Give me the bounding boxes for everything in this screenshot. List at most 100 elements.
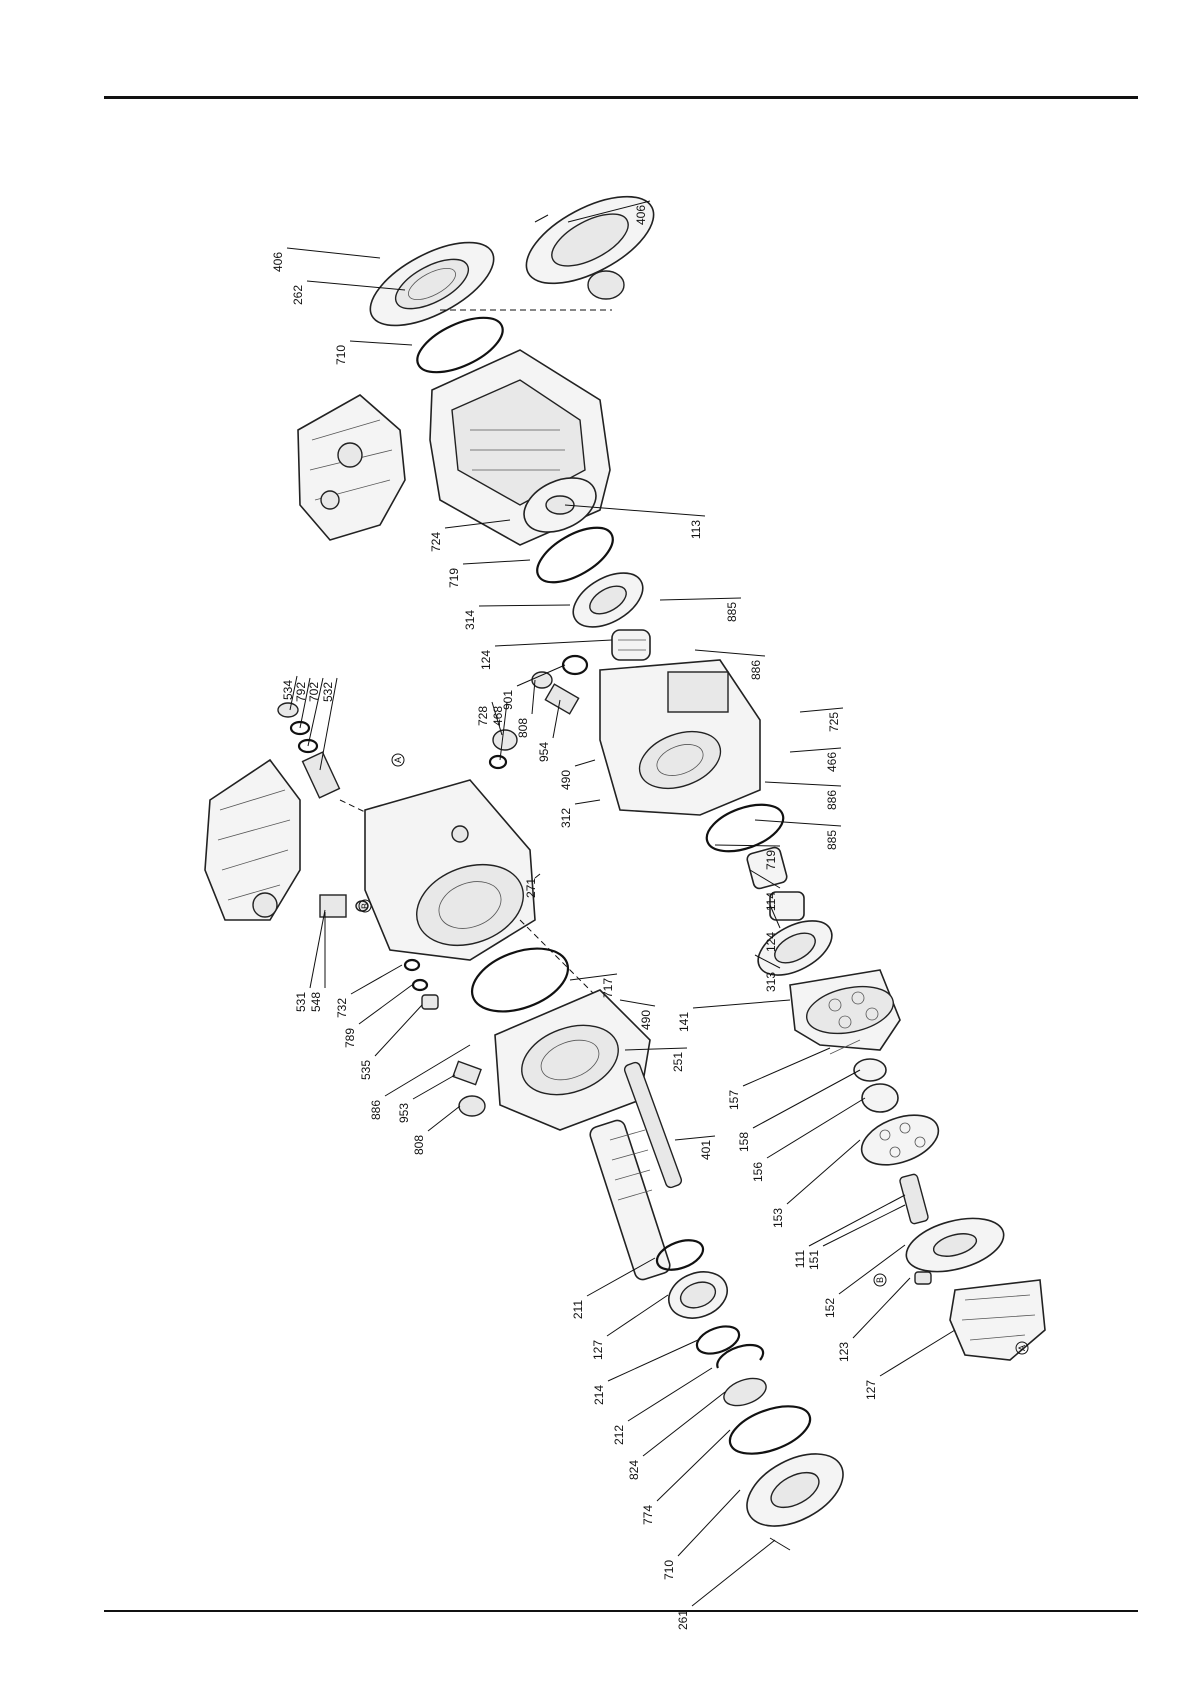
leader-line-141 <box>693 1000 790 1008</box>
leader-line-886 <box>765 782 841 786</box>
leader-line-158 <box>753 1070 860 1128</box>
svg-text:A: A <box>393 757 403 763</box>
part-label-724: 724 <box>429 532 443 552</box>
cylinder-block-141 <box>790 970 900 1050</box>
part-label-152: 152 <box>823 1298 837 1318</box>
part-label-113: 113 <box>689 520 703 539</box>
part-label-158: 158 <box>737 1132 751 1152</box>
marker-a: A <box>392 754 404 766</box>
leader-line-710 <box>678 1490 740 1556</box>
spool-532 <box>303 752 340 798</box>
part-label-406: 406 <box>634 205 648 225</box>
leader-line-271 <box>535 874 540 878</box>
part-label-251: 251 <box>671 1052 685 1072</box>
part-label-885: 885 <box>725 602 739 622</box>
part-label-211: 211 <box>571 1300 585 1319</box>
part-label-313: 313 <box>764 972 778 992</box>
pump-casing-271 <box>365 780 535 960</box>
part-label-261: 261 <box>676 1610 690 1630</box>
part-label-114: 114 <box>764 892 778 911</box>
leader-line-214 <box>608 1340 698 1381</box>
part-label-141: 141 <box>677 1012 691 1032</box>
part-label-271: 271 <box>524 878 538 898</box>
leader-line-261 <box>692 1540 775 1606</box>
oil-seal-774 <box>720 1373 770 1411</box>
snap-ring-127-b <box>693 1321 743 1359</box>
part-label-531: 531 <box>294 992 308 1012</box>
part-label-728: 728 <box>476 706 490 726</box>
leader-line-886 <box>695 650 765 656</box>
leader-line-466 <box>790 748 841 752</box>
front-case-251 <box>495 990 650 1130</box>
leader-line-127 <box>880 1330 955 1376</box>
leader-line-885 <box>755 820 841 826</box>
part-label-156: 156 <box>751 1162 765 1182</box>
adjust-screw-954 <box>545 684 578 714</box>
part-label-548: 548 <box>309 992 323 1012</box>
part-label-406: 406 <box>271 252 285 272</box>
leader-line-212 <box>628 1368 712 1421</box>
part-label-127: 127 <box>864 1380 878 1400</box>
svg-text:A: A <box>1017 1345 1027 1351</box>
regulator-top <box>298 395 405 540</box>
leader-line-123 <box>853 1278 910 1338</box>
part-label-710: 710 <box>662 1560 676 1580</box>
leader-line-531 <box>310 910 325 988</box>
part-label-262: 262 <box>291 285 305 305</box>
leader-line-151 <box>823 1205 905 1246</box>
leader-line-732 <box>351 965 402 994</box>
part-label-732: 732 <box>335 998 349 1018</box>
housing-top <box>430 350 610 545</box>
part-label-490: 490 <box>639 1010 653 1030</box>
leader-line-312 <box>575 800 600 804</box>
piston-151-152 <box>899 1173 929 1224</box>
ball-158 <box>854 1059 886 1081</box>
part-label-808: 808 <box>516 718 530 738</box>
leader-line-153 <box>787 1140 860 1204</box>
part-label-808: 808 <box>412 1135 426 1155</box>
part-label-468: 468 <box>491 706 505 726</box>
leader-line-885 <box>660 598 741 600</box>
leader-line-710 <box>350 341 412 345</box>
part-label-824: 824 <box>627 1460 641 1480</box>
part-label-151: 151 <box>807 1250 821 1270</box>
svg-text:B: B <box>875 1277 885 1283</box>
o-ring-710-bottom <box>724 1397 817 1463</box>
part-label-314: 314 <box>463 610 477 630</box>
leader-line-314 <box>479 605 570 606</box>
leader-line-725 <box>800 708 843 712</box>
plug-468 <box>490 730 517 768</box>
valve-block-312 <box>600 660 760 815</box>
small-parts-732-789-535 <box>405 960 438 1009</box>
part-label-789: 789 <box>343 1028 357 1048</box>
valve-plate-314 <box>564 562 652 638</box>
part-label-153: 153 <box>771 1208 785 1228</box>
screw-406-bottom <box>770 1538 790 1550</box>
retainer-153 <box>855 1106 945 1175</box>
leader-line-774 <box>657 1430 730 1501</box>
part-label-774: 774 <box>641 1505 655 1525</box>
part-label-401: 401 <box>699 1140 713 1160</box>
leader-line-490 <box>575 760 595 766</box>
leader-line-490 <box>620 1000 655 1006</box>
part-label-534: 534 <box>281 680 295 700</box>
eye-bolt-901 <box>563 656 587 674</box>
leader-line-157 <box>743 1048 830 1086</box>
leader-line-789 <box>359 985 412 1024</box>
part-label-710: 710 <box>334 345 348 365</box>
part-label-886: 886 <box>369 1100 383 1120</box>
part-label-124: 124 <box>764 932 778 952</box>
leader-line-152 <box>839 1245 905 1294</box>
part-label-535: 535 <box>359 1060 373 1080</box>
part-label-725: 725 <box>827 712 841 732</box>
bearing-124-top <box>612 630 650 660</box>
part-label-124: 124 <box>479 650 493 670</box>
part-label-214: 214 <box>592 1385 606 1405</box>
part-label-127: 127 <box>591 1340 605 1360</box>
pin-214 <box>915 1272 931 1284</box>
leader-line-401 <box>675 1136 715 1140</box>
part-label-719: 719 <box>764 850 778 870</box>
leader-line-111 <box>809 1195 905 1246</box>
part-label-953: 953 <box>397 1103 411 1123</box>
